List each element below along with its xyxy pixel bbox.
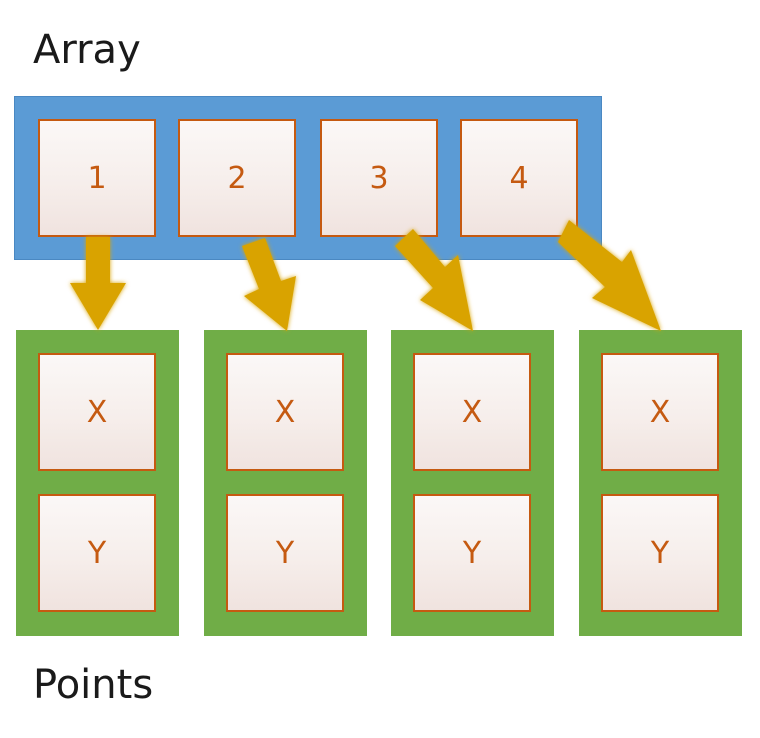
array-cell-1: 1: [38, 119, 156, 237]
array-title: Array: [33, 27, 141, 73]
point-1-y-cell: Y: [38, 494, 156, 612]
array-cell-2: 2: [178, 119, 296, 237]
point-2-y-cell: Y: [226, 494, 344, 612]
point-4-x-cell: X: [601, 353, 719, 471]
point-3-x-cell: X: [413, 353, 531, 471]
point-1-x-cell: X: [38, 353, 156, 471]
array-cell-3: 3: [320, 119, 438, 237]
points-title: Points: [33, 662, 154, 708]
point-3-y-cell: Y: [413, 494, 531, 612]
point-4-y-cell: Y: [601, 494, 719, 612]
array-cell-4: 4: [460, 119, 578, 237]
point-2-x-cell: X: [226, 353, 344, 471]
